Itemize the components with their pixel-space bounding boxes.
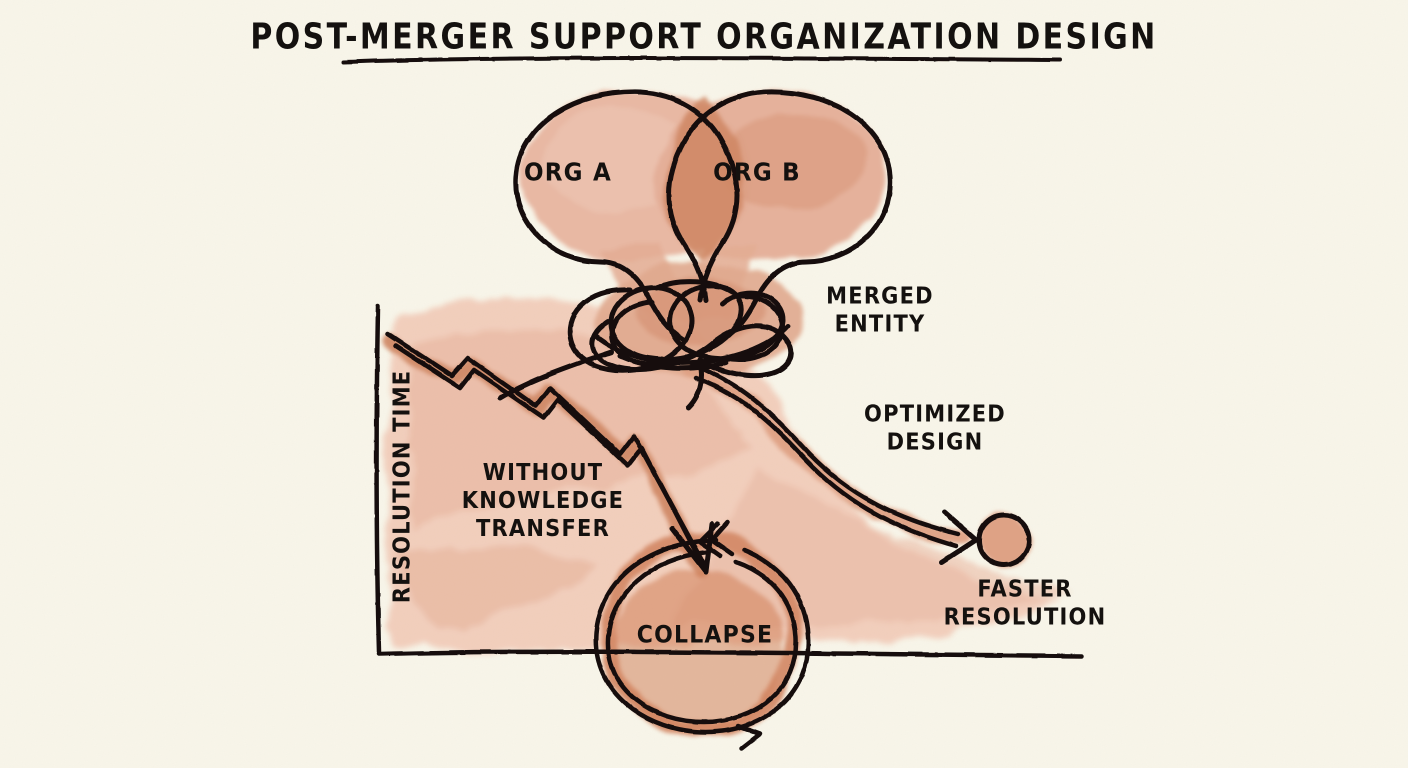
org-a-outline-right (637, 89, 740, 303)
collapse-arrowhead-top (697, 521, 723, 559)
y-axis-line (374, 303, 382, 655)
collapse-arrowhead-bottom (735, 723, 763, 751)
faster-resolution-label: FASTER RESOLUTION (943, 575, 1107, 630)
title-underline (342, 56, 1062, 64)
optimized-arrowhead (939, 509, 979, 565)
optimized-design-curve (685, 359, 961, 549)
merged-entity-label: MERGED ENTITY (826, 282, 934, 337)
org-b-outline-left (666, 89, 769, 303)
org-a-label: ORG A (524, 158, 612, 188)
without-knowledge-transfer-line (385, 331, 709, 571)
org-b-label: ORG B (713, 158, 801, 188)
merged-entity-tangle (567, 279, 794, 379)
optimized-design-label: OPTIMIZED DESIGN (864, 400, 1006, 455)
ink-layer (342, 56, 1085, 751)
collapse-label: COLLAPSE (636, 621, 774, 650)
y-axis-label: RESOLUTION TIME (388, 369, 416, 604)
tangle-tail-left (497, 349, 615, 401)
collapse-loop (593, 519, 811, 751)
tangle-tail-down (685, 357, 704, 411)
without-knowledge-transfer-label: WITHOUT KNOWLEDGE TRANSFER (461, 458, 625, 541)
faster-resolution-dot (976, 512, 1032, 568)
page-title: POST-MERGER SUPPORT ORGANIZATION DESIGN (250, 16, 1158, 59)
org-a-outline (513, 89, 687, 343)
